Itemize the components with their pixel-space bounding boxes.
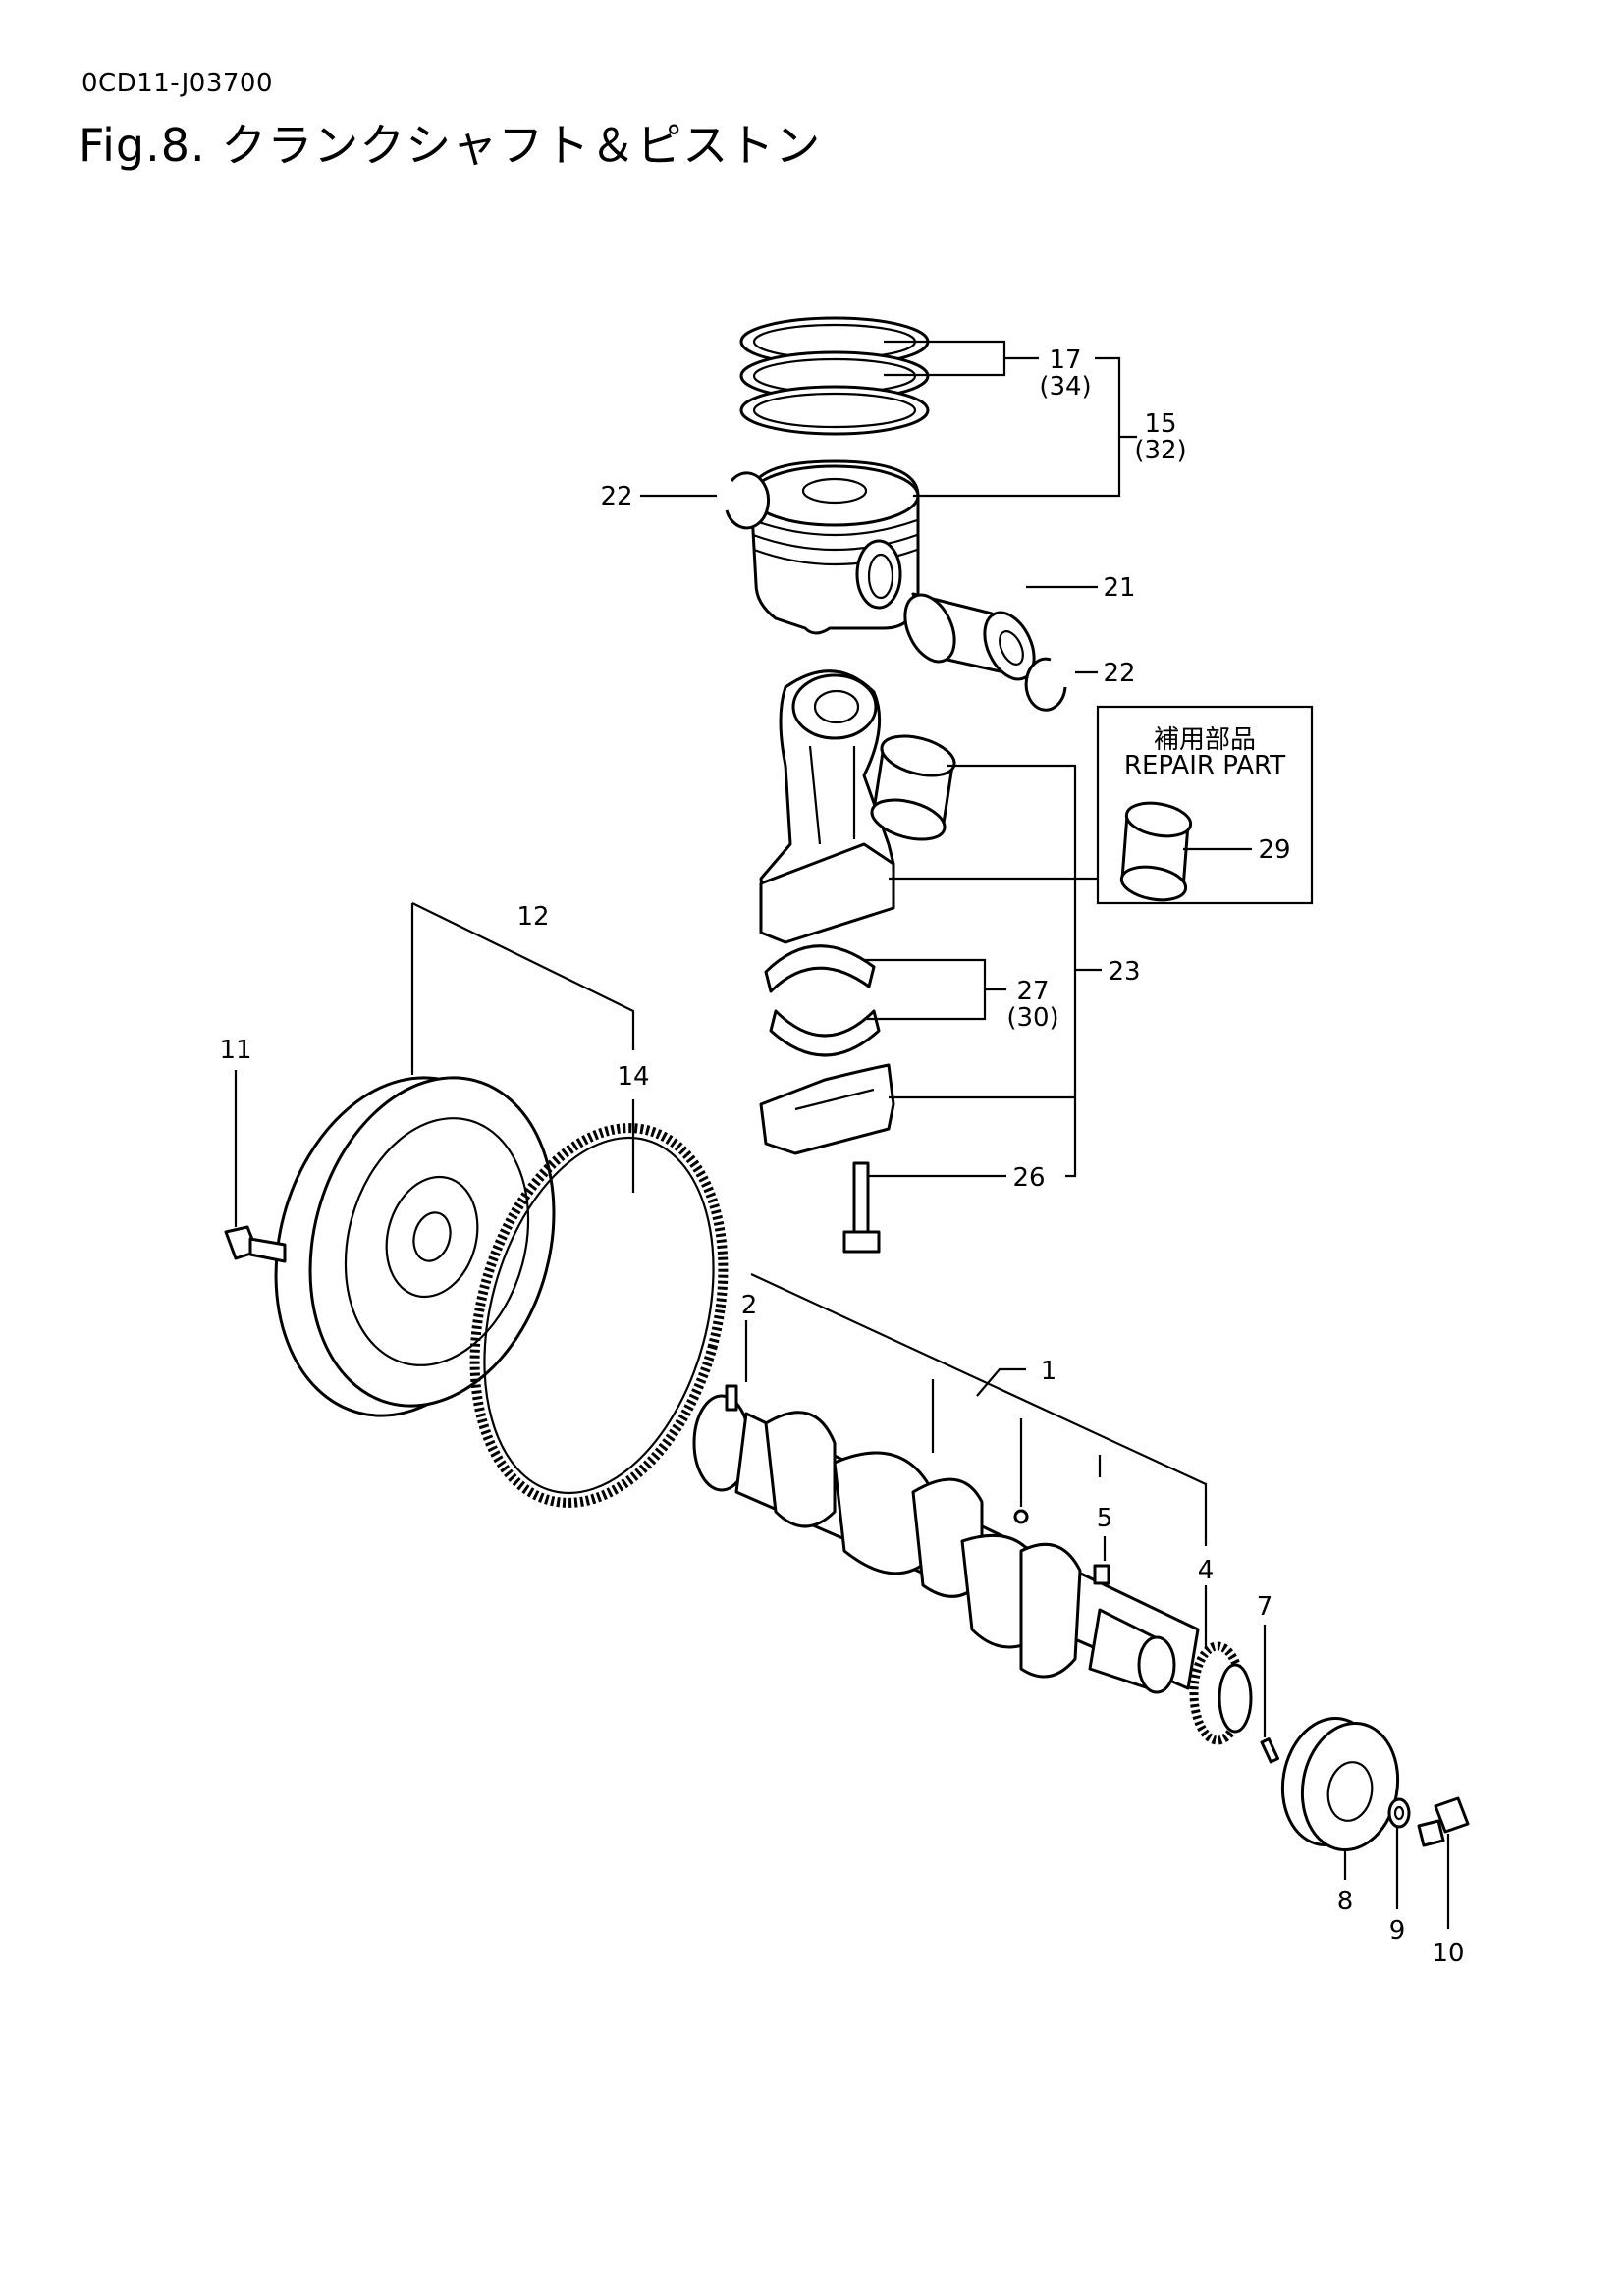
- leader-lines: [234, 340, 1450, 1929]
- snap-ring-left: [725, 471, 770, 530]
- document-code: 0CD11-J03700: [81, 69, 274, 98]
- callout-26: 26: [1012, 1163, 1045, 1193]
- callout-12: 12: [516, 902, 549, 932]
- callout-5: 5: [1097, 1504, 1113, 1533]
- piston: [749, 459, 920, 635]
- crank-gear: [1189, 1641, 1253, 1745]
- washer: [1387, 1797, 1411, 1829]
- callout-9: 9: [1389, 1916, 1406, 1946]
- callout-22-right: 22: [1103, 659, 1135, 688]
- callout-10: 10: [1432, 1939, 1464, 1968]
- callout-11: 11: [219, 1036, 251, 1065]
- pulley-bolt: [1417, 1796, 1470, 1847]
- callout-22-left: 22: [600, 482, 632, 511]
- figure-title: Fig.8. クランクシャフト＆ピストン: [79, 119, 822, 172]
- callout-17: 17: [1049, 346, 1081, 375]
- connecting-rod: [759, 669, 895, 944]
- callout-8: 8: [1337, 1887, 1354, 1916]
- crankshaft: [692, 1394, 1200, 1694]
- connecting-rod-cap: [759, 1063, 895, 1155]
- ring-gear: [469, 1123, 729, 1508]
- flywheel-bolt: [224, 1225, 287, 1263]
- callout-29: 29: [1258, 835, 1290, 865]
- callout-7: 7: [1257, 1592, 1273, 1622]
- crank-plug: [1013, 1509, 1029, 1524]
- repair-box-title-en: REPAIR PART: [1124, 751, 1285, 780]
- key: [1260, 1737, 1280, 1764]
- callout-23: 23: [1108, 957, 1140, 987]
- dowel-pin: [725, 1384, 738, 1412]
- callout-labels: 17 (34) 15 (32) 22 21 22 29 23 27 (30) 2…: [219, 346, 1464, 1968]
- callout-4: 4: [1198, 1556, 1215, 1585]
- callout-1: 1: [1041, 1357, 1057, 1386]
- callout-17-alt: (34): [1039, 372, 1091, 401]
- snap-ring-right: [1024, 657, 1067, 712]
- flywheel: [274, 1076, 556, 1417]
- callout-27-alt: (30): [1006, 1003, 1058, 1033]
- callout-2: 2: [741, 1291, 758, 1320]
- callout-14: 14: [617, 1062, 649, 1092]
- callout-15-alt: (32): [1134, 436, 1186, 465]
- crank-bearing-lower: [769, 1009, 881, 1057]
- piston-pin: [903, 592, 1036, 681]
- rod-bolt: [842, 1161, 881, 1254]
- crank-bearing-upper: [764, 944, 876, 993]
- repair-box-title-ja: 補用部品: [1154, 725, 1256, 755]
- small-end-bushing: [870, 734, 956, 841]
- repair-part-box: 補用部品 REPAIR PART: [1096, 705, 1314, 905]
- callout-27: 27: [1016, 977, 1049, 1006]
- callout-15: 15: [1144, 409, 1176, 439]
- pulley: [1280, 1716, 1400, 1852]
- callout-21: 21: [1103, 573, 1135, 603]
